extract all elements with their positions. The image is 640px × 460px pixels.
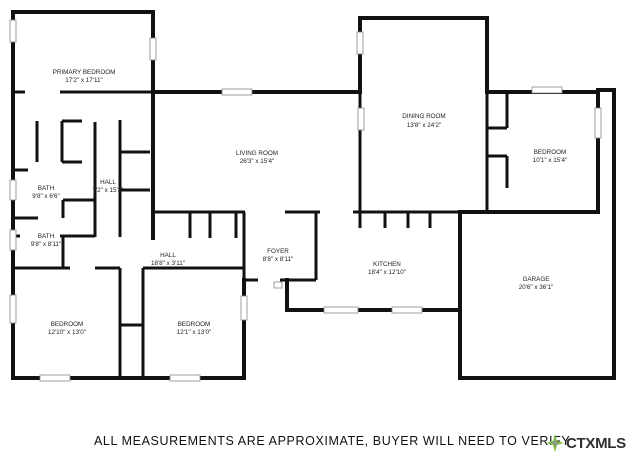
room-name-bedroom-s: BEDROOM [178,321,211,328]
room-dims-kitchen: 18'4" x 12'10" [368,269,406,276]
room-name-foyer: FOYER [267,248,289,255]
room-dims-bedroom-s: 12'1" x 13'0" [177,329,212,336]
logo-text: CTXMLS [566,434,626,452]
room-dims-garage: 20'6" x 36'1" [519,284,554,291]
room-name-hall-vertical: HALL [100,179,116,186]
room-name-bedroom-sw: BEDROOM [51,321,84,328]
room-dims-hall-vertical: 7'2" x 15'3" [92,187,123,194]
room-dims-bath-lower: 9'8" x 8'11" [31,241,62,248]
measurement-disclaimer: ALL MEASUREMENTS ARE APPROXIMATE, BUYER … [94,434,571,448]
ctx-star-icon [546,434,564,452]
room-dims-living-room: 26'3" x 15'4" [240,158,275,165]
room-name-bath-lower: BATH [38,233,55,240]
windows [9,19,602,382]
interior-walls [13,90,509,378]
room-dims-dining-room: 13'8" x 24'2" [407,122,442,129]
floor-plan: PRIMARY BEDROOM 17'2" x 17'11" LIVING RO… [9,10,616,382]
room-dims-bedroom-sw: 12'10" x 13'0" [48,329,86,336]
room-dims-bedroom-ne: 10'1" x 15'4" [533,157,568,164]
room-name-kitchen: KITCHEN [373,261,401,268]
room-dims-foyer: 8'8" x 8'11" [263,256,294,263]
exterior-walls [11,10,616,380]
room-name-primary-bedroom: PRIMARY BEDROOM [53,69,116,76]
room-dims-primary-bedroom: 17'2" x 17'11" [65,77,103,84]
ctxmls-logo: CTXMLS [546,434,626,452]
room-name-living-room: LIVING ROOM [236,150,278,157]
room-labels: PRIMARY BEDROOM 17'2" x 17'11" LIVING RO… [31,69,568,336]
room-name-bath-upper: BATH [38,185,55,192]
room-name-dining-room: DINING ROOM [402,113,445,120]
room-name-hall-horizontal: HALL [160,252,176,259]
room-dims-hall-horizontal: 18'8" x 3'11" [151,260,185,267]
room-dims-bath-upper: 9'8" x 6'6" [32,193,60,200]
room-name-bedroom-ne: BEDROOM [534,149,567,156]
room-name-garage: GARAGE [523,276,550,283]
